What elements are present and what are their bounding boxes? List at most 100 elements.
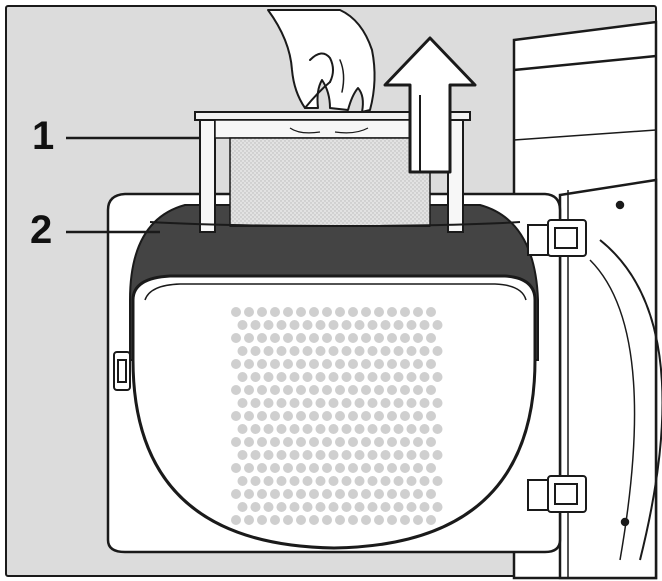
perforation-hole — [289, 320, 300, 330]
perforation-hole — [400, 489, 410, 499]
perforation-hole — [374, 359, 384, 369]
perforation-hole — [244, 437, 254, 447]
perforation-hole — [296, 411, 306, 421]
callout-1: 1 — [32, 114, 55, 158]
perforation-hole — [393, 372, 404, 382]
perforation-hole — [237, 450, 248, 460]
perforation-hole — [309, 515, 319, 525]
perforation-hole — [309, 411, 319, 421]
perforation-hole — [231, 489, 241, 499]
perforation-hole — [413, 333, 423, 343]
perforation-hole — [361, 411, 371, 421]
perforation-hole — [237, 398, 248, 408]
perforation-hole — [257, 307, 267, 317]
perforation-hole — [244, 515, 254, 525]
perforation-hole — [387, 515, 397, 525]
perforation-hole — [289, 450, 300, 460]
perforation-hole — [341, 398, 352, 408]
perforation-hole — [276, 398, 287, 408]
perforation-hole — [315, 476, 326, 486]
perforation-hole — [367, 346, 378, 356]
perforation-hole — [315, 450, 326, 460]
perforation-hole — [302, 346, 313, 356]
perforation-hole — [400, 515, 410, 525]
perforation-hole — [250, 320, 261, 330]
perforation-hole — [244, 385, 254, 395]
perforation-hole — [419, 450, 430, 460]
perforation-hole — [231, 385, 241, 395]
perforation-hole — [419, 320, 430, 330]
perforation-hole — [393, 398, 404, 408]
perforation-hole — [296, 333, 306, 343]
perforation-hole — [387, 385, 397, 395]
perforation-hole — [341, 424, 352, 434]
perforation-hole — [406, 476, 417, 486]
perforation-hole — [361, 385, 371, 395]
perforation-hole — [393, 450, 404, 460]
perforation-hole — [296, 489, 306, 499]
perforation-hole — [419, 398, 430, 408]
perforation-hole — [322, 489, 332, 499]
callout-2: 2 — [30, 208, 53, 252]
perforation-hole — [380, 450, 391, 460]
door-latch-icon — [113, 351, 131, 391]
perforation-hole — [328, 450, 339, 460]
perforation-hole — [270, 411, 280, 421]
perforation-hole — [406, 450, 417, 460]
perforation-hole — [237, 346, 248, 356]
perforation-hole — [309, 463, 319, 473]
perforation-hole — [302, 502, 313, 512]
perforation-hole — [387, 333, 397, 343]
perforation-hole — [400, 333, 410, 343]
perforation-hole — [426, 463, 436, 473]
dryer-door — [131, 221, 537, 550]
perforation-hole — [426, 515, 436, 525]
perforation-hole — [361, 359, 371, 369]
perforation-hole — [270, 463, 280, 473]
perforation-hole — [270, 489, 280, 499]
perforation-hole — [413, 463, 423, 473]
perforation-hole — [276, 424, 287, 434]
perforation-hole — [244, 463, 254, 473]
perforation-hole — [406, 372, 417, 382]
perforation-hole — [341, 346, 352, 356]
perforation-hole — [309, 489, 319, 499]
perforation-hole — [283, 385, 293, 395]
perforation-hole — [406, 320, 417, 330]
perforation-hole — [315, 424, 326, 434]
perforation-hole — [432, 450, 443, 460]
perforation-hole — [400, 463, 410, 473]
perforation-hole — [413, 359, 423, 369]
perforation-hole — [380, 424, 391, 434]
perforation-hole — [393, 502, 404, 512]
perforation-hole — [244, 307, 254, 317]
perforation-hole — [257, 333, 267, 343]
perforation-hole — [237, 372, 248, 382]
perforation-hole — [361, 463, 371, 473]
perforation-hole — [367, 372, 378, 382]
perforation-hole — [309, 359, 319, 369]
perforation-hole — [244, 411, 254, 421]
perforation-hole — [361, 437, 371, 447]
perforation-hole — [237, 320, 248, 330]
perforation-hole — [328, 346, 339, 356]
perforation-hole — [393, 424, 404, 434]
perforation-hole — [348, 437, 358, 447]
perforation-hole — [354, 424, 365, 434]
perforation-hole — [426, 359, 436, 369]
perforation-hole — [296, 359, 306, 369]
perforation-hole — [276, 450, 287, 460]
perforation-hole — [387, 411, 397, 421]
perforation-hole — [289, 502, 300, 512]
perforation-hole — [231, 307, 241, 317]
perforation-hole — [276, 346, 287, 356]
perforation-hole — [413, 307, 423, 317]
perforation-hole — [387, 463, 397, 473]
perforation-hole — [250, 424, 261, 434]
perforation-hole — [419, 476, 430, 486]
perforation-hole — [302, 450, 313, 460]
perforation-hole — [335, 333, 345, 343]
perforation-hole — [231, 359, 241, 369]
perforation-hole — [283, 515, 293, 525]
perforation-hole — [380, 476, 391, 486]
